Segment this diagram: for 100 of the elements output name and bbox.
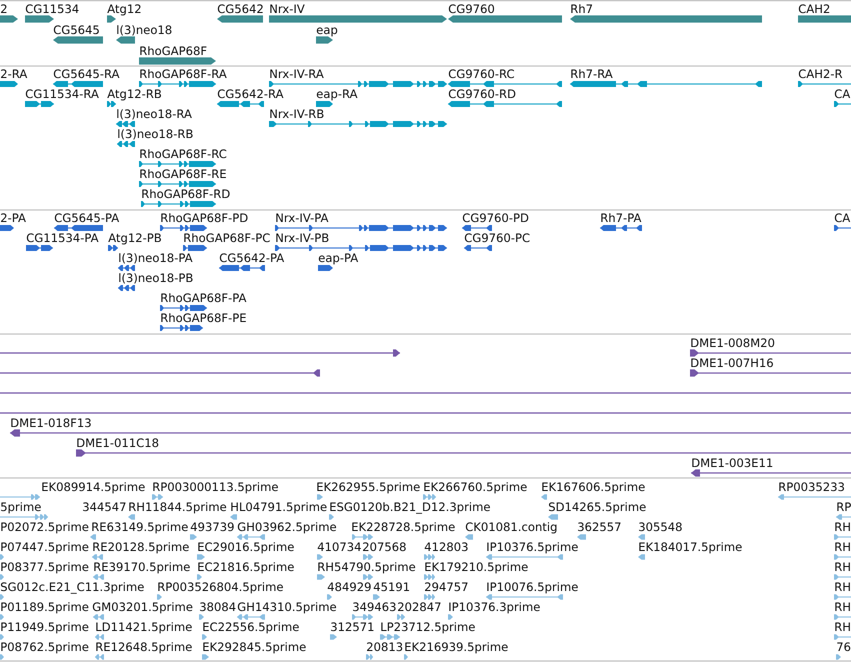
feature-label: CG5642-RA <box>218 89 284 98</box>
feature-label: 38084 <box>200 602 236 612</box>
feature-label: P02072.5prime <box>1 522 88 534</box>
feature-label: RE39170.5prime <box>94 562 190 574</box>
feature-label: 5prime <box>1 502 41 514</box>
feature-label: RE12648.5prime <box>96 642 192 654</box>
feature-label: CG5645-PA <box>54 213 120 222</box>
feature-label: DME1-018F13 <box>11 418 91 428</box>
feature-label: RH <box>835 562 850 571</box>
feature-label: EC22556.5prime <box>203 622 299 634</box>
feature-label: HL04791.5prime <box>231 502 327 514</box>
feature-label: DME1-011C18 <box>77 438 158 448</box>
feature-label: RH54790.5prime <box>318 562 416 574</box>
feature-label: CAH2 <box>798 4 830 14</box>
feature-label: RH <box>835 522 850 531</box>
feature-label: IP10376.5prime <box>487 542 578 554</box>
feature-label: Rh7 <box>571 4 592 13</box>
feature-label: P07447.5prime <box>1 542 88 554</box>
feature-label: eap <box>316 28 338 36</box>
feature-label: CA <box>834 213 850 222</box>
feature-label: Nrx-IV-RA <box>270 70 324 78</box>
feature-label: eap-RA <box>316 90 358 100</box>
feature-label: EK167606.5prime <box>542 482 645 494</box>
feature-label: EK292845.5prime <box>203 642 306 654</box>
feature-label: EK179210.5prime <box>425 562 528 574</box>
feature-label: RP0035233 <box>779 482 844 492</box>
feature-label: RP <box>837 502 851 511</box>
feature-label: 305548 <box>639 522 682 532</box>
feature-label: Atg12-RB <box>107 89 161 100</box>
feature-label: GM03201.5prime <box>92 602 192 614</box>
feature-label: CG5642-PA <box>220 253 284 262</box>
feature-label: CG9760-RC <box>448 69 514 78</box>
feature-label: IP10376.3prime <box>449 602 540 614</box>
feature-label: RP003526804.5prime <box>158 582 283 594</box>
feature-label: l(3)neo18-PB <box>119 273 193 284</box>
feature-label: CG9760-PD <box>462 213 528 222</box>
feature-label: Atg12 <box>107 4 140 16</box>
feature-label: P08762.5prime <box>1 642 88 654</box>
feature-label: 45191 <box>374 582 410 592</box>
feature-label: RH <box>835 582 850 591</box>
feature-label: P11949.5prime <box>1 622 88 634</box>
feature-label: EK266760.5prime <box>424 482 527 494</box>
feature-label: 207568 <box>363 542 406 552</box>
feature-label: 20813 <box>367 642 402 652</box>
feature-label: RhoGAP68F-PA <box>161 293 246 302</box>
feature-label: 412803 <box>424 542 468 552</box>
feature-label: EK216939.5prime <box>405 642 508 654</box>
feature-label: ESG0120b.B21_D12.3prime <box>330 502 490 514</box>
feature-label: LP23712.5prime <box>381 622 475 634</box>
feature-label: DME1-008M20 <box>691 338 774 348</box>
feature-label: Nrx-IV-PB <box>276 234 328 242</box>
feature-label: RH <box>835 602 850 611</box>
feature-label: 484929 <box>328 582 371 592</box>
feature-label: CG5645-RA <box>54 69 120 78</box>
feature-label: RhoGAP68F-RA <box>140 69 227 78</box>
feature-label: CG5642 <box>218 4 263 14</box>
feature-label: RhoGAP68F-PD <box>161 213 248 222</box>
feature-label: 362557 <box>578 522 620 532</box>
feature-label: 202847 <box>398 602 440 612</box>
feature-label: SG012c.E21_C11.3prime <box>0 582 144 594</box>
feature-label: EK228728.5prime <box>352 522 455 534</box>
feature-label: CAH2-R <box>798 69 842 78</box>
feature-label: l(3)neo18 <box>117 25 172 36</box>
feature-label: eap-PA <box>318 254 358 264</box>
feature-label: DME1-003E11 <box>692 458 772 468</box>
feature-label: RhoGAP68F-RE <box>140 169 226 178</box>
feature-label: RE20128.5prime <box>93 542 189 554</box>
feature-label: 76 <box>837 642 850 652</box>
feature-label: RhoGAP68F <box>140 46 206 56</box>
feature-label: EC21816.5prime <box>198 562 294 574</box>
feature-label: CG5645 <box>54 25 99 34</box>
feature-label: 349463 <box>353 602 396 612</box>
feature-label: EC29016.5prime <box>198 542 294 554</box>
feature-label: RH11844.5prime <box>129 502 226 514</box>
feature-label: EK262955.5prime <box>317 482 420 494</box>
feature-label: CG11534 <box>26 4 79 14</box>
feature-label: 2-RA <box>1 69 28 78</box>
feature-label: 2 <box>1 4 6 13</box>
feature-label: GH14310.5prime <box>238 602 336 614</box>
feature-label: CG9760 <box>448 4 494 14</box>
feature-label: Rh7-RA <box>571 69 613 78</box>
feature-label: SD14265.5prime <box>548 502 646 514</box>
feature-label: EK184017.5prime <box>639 542 742 554</box>
feature-label: LD11421.5prime <box>96 622 192 634</box>
feature-label: RE63149.5prime <box>92 522 188 534</box>
feature-label: P01189.5prime <box>1 602 88 614</box>
feature-label: l(3)neo18-RB <box>118 129 193 140</box>
feature-label: CA <box>834 89 850 98</box>
feature-label: IP10076.5prime <box>487 582 578 594</box>
feature-label: 2-PA <box>1 213 26 222</box>
feature-label: EK089914.5prime <box>42 482 145 494</box>
feature-label: RhoGAP68F-RD <box>142 189 230 198</box>
feature-label: CG9760-RD <box>448 89 516 98</box>
feature-label: 312571 <box>331 622 374 632</box>
feature-label: CG11534-PA <box>26 233 98 242</box>
feature-label: 493739 <box>190 522 234 532</box>
feature-label: Nrx-IV-RB <box>270 110 324 118</box>
feature-label: Atg12-PB <box>108 233 161 244</box>
feature-label: 410734 <box>318 542 361 552</box>
feature-label: RhoGAP68F-RC <box>140 149 226 158</box>
